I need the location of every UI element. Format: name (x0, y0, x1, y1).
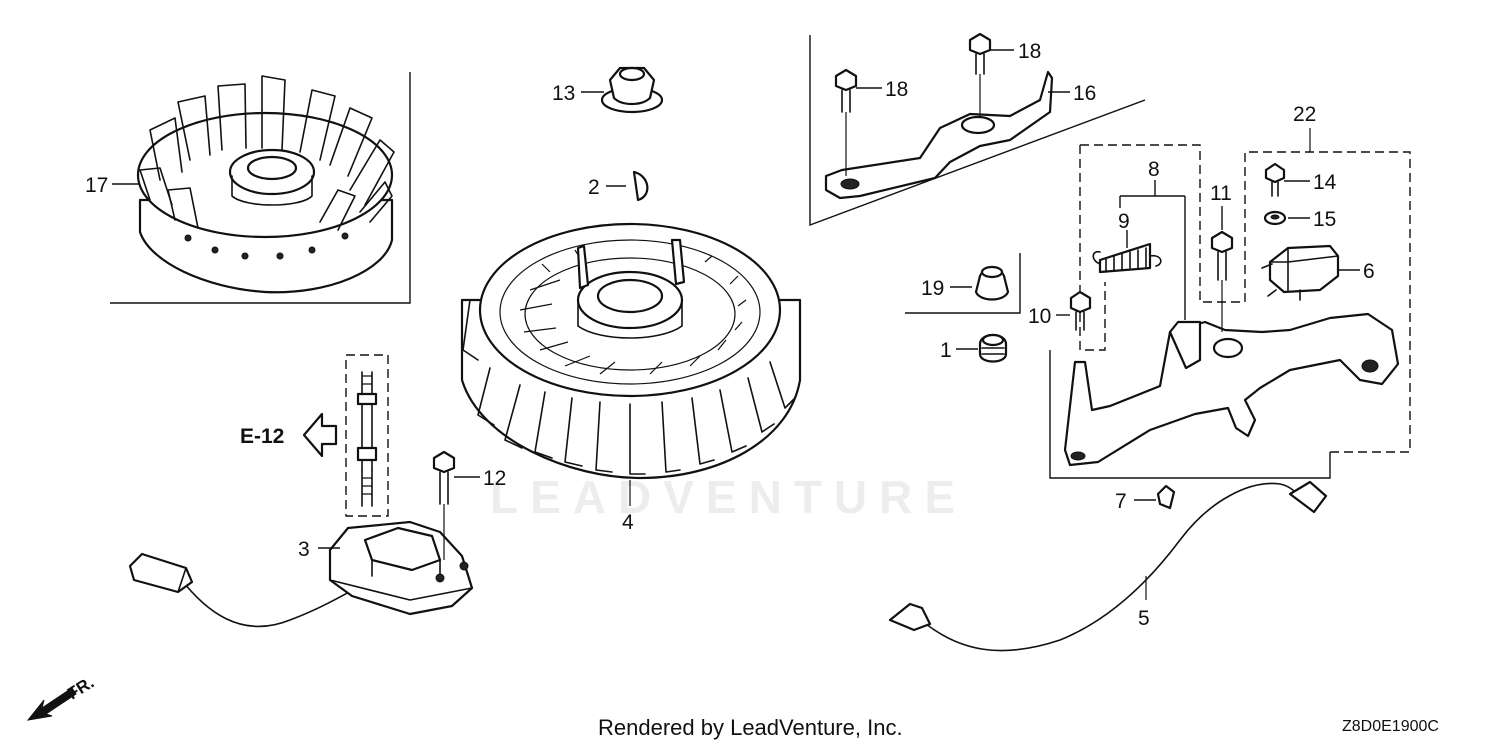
callout-15: 15 (1313, 208, 1336, 231)
reference-arrow-e12[interactable]: E-12 (240, 412, 338, 458)
reference-label: E-12 (240, 425, 284, 448)
part-22-stop-lever-assembly[interactable]: 22 (1049, 103, 1411, 479)
callout-1: 1 (940, 339, 952, 362)
part-10-bolt[interactable]: 10 (1028, 290, 1092, 331)
callout-14: 14 (1313, 171, 1337, 194)
callout-18-top: 18 (1018, 40, 1041, 63)
callout-8: 8 (1148, 158, 1160, 181)
callout-16: 16 (1073, 82, 1096, 105)
part-2-key[interactable]: 2 (588, 170, 649, 202)
part-4-flywheel[interactable]: 4 (460, 222, 802, 534)
callout-4: 4 (622, 511, 634, 534)
watermark-text: LEADVENTURE (490, 471, 967, 523)
part-1-grommet[interactable]: 1 (940, 333, 1008, 363)
diagram-code: Z8D0E1900C (1342, 718, 1439, 735)
part-17-flywheel-cast[interactable]: 17 (85, 72, 411, 304)
part-13-flange-nut[interactable]: 13 (552, 66, 664, 114)
callout-12: 12 (483, 467, 506, 490)
part-3-ignition-coil[interactable]: 3 (128, 520, 474, 628)
part-6-switch[interactable]: 6 (1261, 244, 1375, 301)
callout-2: 2 (588, 176, 600, 199)
part-15-washer[interactable]: 15 (1263, 208, 1336, 231)
callout-3: 3 (298, 538, 310, 561)
callout-5: 5 (1138, 607, 1150, 630)
callout-9: 9 (1118, 210, 1130, 233)
part-14-screw[interactable]: 14 (1264, 162, 1337, 197)
callout-19: 19 (921, 277, 944, 300)
callout-10: 10 (1028, 305, 1051, 328)
part-16-plate-assembly[interactable]: 18 18 16 (809, 32, 1146, 227)
callout-13: 13 (552, 82, 575, 105)
part-5-wire[interactable]: 5 (888, 480, 1328, 652)
part-9-spring[interactable]: 8 9 (1092, 158, 1186, 320)
part-19-grommet[interactable]: 19 (905, 253, 1021, 314)
callout-7: 7 (1115, 490, 1127, 513)
part-7-clip[interactable]: 7 (1115, 484, 1176, 513)
stud-reference-e12[interactable] (345, 354, 389, 517)
callout-22: 22 (1293, 103, 1316, 126)
part-12-bolt[interactable]: 12 (432, 450, 506, 560)
part-11-bolt[interactable]: 11 (1210, 182, 1234, 332)
front-direction-indicator: FR. (26, 673, 97, 721)
callout-18-left: 18 (885, 78, 908, 101)
footer-credit: Rendered by LeadVenture, Inc. (598, 715, 903, 740)
callout-17: 17 (85, 174, 108, 197)
callout-6: 6 (1363, 260, 1375, 283)
callout-11: 11 (1210, 182, 1232, 205)
